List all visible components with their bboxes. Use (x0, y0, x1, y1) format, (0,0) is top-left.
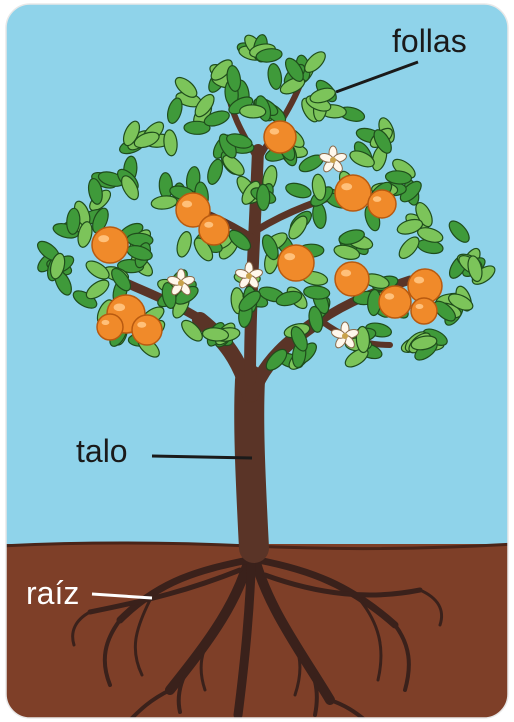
root-label: raíz (26, 575, 79, 611)
orange-highlight (373, 196, 381, 202)
orange-fruit (335, 262, 369, 296)
orange-fruit (278, 245, 314, 281)
orange-fruit (368, 190, 396, 218)
orange-fruit (92, 227, 128, 263)
leaf-shape (159, 172, 173, 198)
leaf-shape (256, 184, 269, 210)
orange-fruit (335, 175, 371, 211)
orange-fruit (264, 121, 296, 153)
orange-highlight (204, 222, 213, 228)
orange-highlight (102, 320, 110, 325)
orange-highlight (270, 128, 280, 134)
orange-fruit (97, 314, 123, 340)
orange-highlight (98, 235, 109, 242)
orange-highlight (341, 183, 352, 190)
orange-highlight (341, 270, 351, 277)
orange-fruit (132, 315, 162, 345)
orange-highlight (385, 293, 395, 299)
orange-highlight (114, 304, 125, 312)
stem-label: talo (76, 433, 128, 469)
stem-pointer-line (152, 456, 252, 458)
orange-highlight (137, 322, 146, 328)
leaves-label: follas (392, 23, 467, 59)
orange-highlight (416, 304, 424, 309)
orange-fruit (199, 215, 229, 245)
orange-fruit (379, 286, 411, 318)
orange-fruit (411, 298, 437, 324)
orange-highlight (414, 277, 424, 284)
orange-highlight (284, 253, 295, 260)
leaf-shape (239, 104, 265, 118)
orange-highlight (182, 201, 192, 208)
